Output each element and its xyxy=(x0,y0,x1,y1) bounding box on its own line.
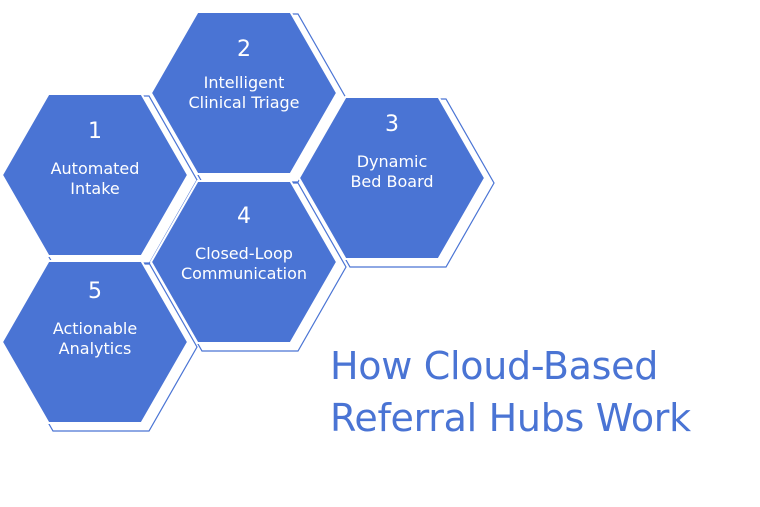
step-label-line: Automated xyxy=(51,159,140,178)
step-label-line: Closed-Loop xyxy=(195,244,293,263)
hexagon-shape xyxy=(0,260,190,424)
step-number: 3 xyxy=(385,112,399,137)
hexagon-shape xyxy=(297,96,487,260)
step-label-line: Intelligent xyxy=(204,73,285,92)
step-label-line: Actionable xyxy=(53,319,137,338)
hexagon-shape xyxy=(149,11,339,175)
step-label-line: Analytics xyxy=(59,339,132,358)
step-label-line: Intake xyxy=(70,179,119,198)
step-number: 2 xyxy=(237,37,251,62)
hexagon-shape xyxy=(149,180,339,344)
step-label-line: Communication xyxy=(181,264,307,283)
diagram-title: How Cloud-Based Referral Hubs Work xyxy=(330,340,691,444)
title-line-2: Referral Hubs Work xyxy=(330,396,691,440)
title-line-1: How Cloud-Based xyxy=(330,344,659,388)
hexagon-shape xyxy=(0,93,190,257)
step-number: 1 xyxy=(88,119,102,144)
step-label-line: Dynamic xyxy=(357,152,428,171)
step-number: 5 xyxy=(88,279,102,304)
step-label-line: Clinical Triage xyxy=(188,93,299,112)
step-label-line: Bed Board xyxy=(350,172,433,191)
step-number: 4 xyxy=(237,204,251,229)
